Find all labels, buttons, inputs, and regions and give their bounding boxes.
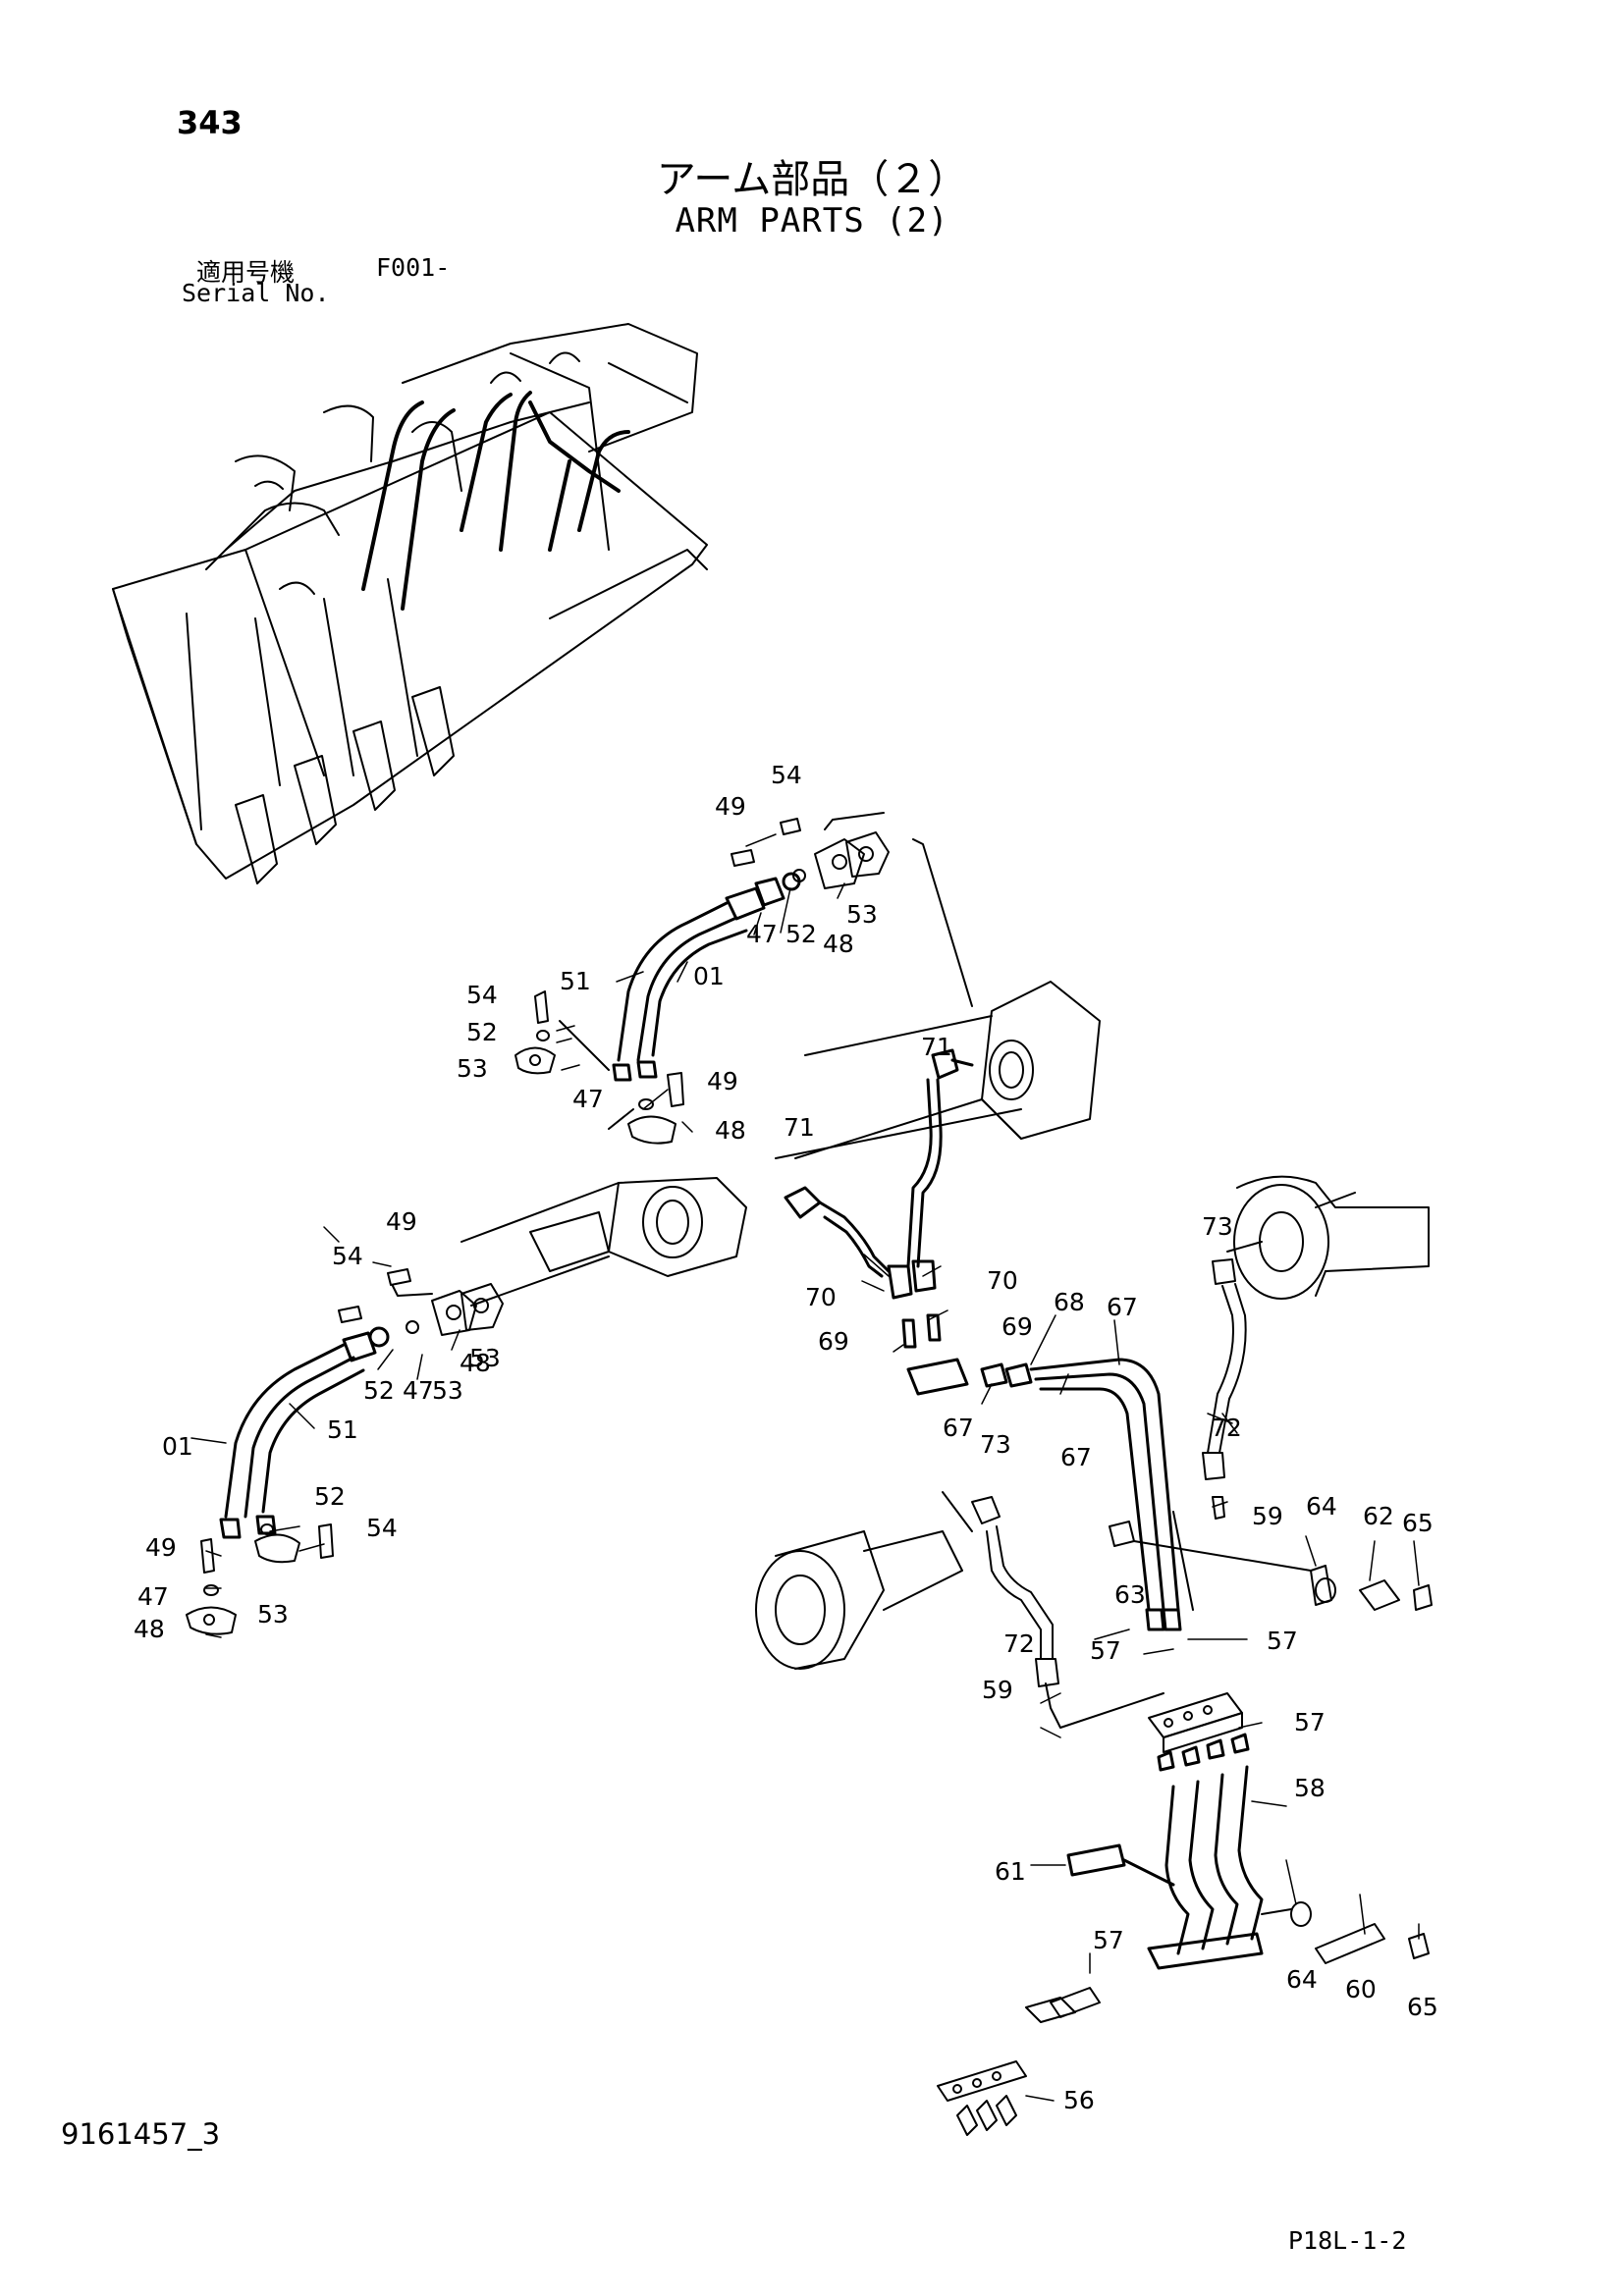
arm-section-upper <box>794 981 1101 1159</box>
lower-hose-assembly <box>219 1326 390 1539</box>
callout-49: 49 <box>707 1067 738 1095</box>
callout-54: 54 <box>332 1242 363 1270</box>
callout-57: 57 <box>1294 1708 1326 1736</box>
callout-59: 59 <box>1252 1502 1283 1530</box>
serial-value: F001- <box>376 253 451 282</box>
callout-61: 61 <box>995 1857 1026 1886</box>
callout-54: 54 <box>771 761 802 789</box>
callout-65: 65 <box>1407 1993 1438 2021</box>
callout-67: 67 <box>1107 1293 1138 1321</box>
callout-49: 49 <box>386 1207 417 1236</box>
callout-53: 53 <box>846 900 878 929</box>
callout-52: 52 <box>363 1376 395 1405</box>
callout-01: 01 <box>162 1432 193 1461</box>
callout-67: 67 <box>1060 1443 1092 1471</box>
callout-52: 52 <box>314 1482 346 1511</box>
callout-47: 47 <box>403 1376 434 1405</box>
callout-48: 48 <box>134 1615 165 1643</box>
callout-64: 64 <box>1286 1965 1318 1994</box>
callout-47: 47 <box>137 1582 169 1611</box>
pipe-set-67-68 <box>980 1358 1182 1631</box>
clamp-parts-bottom <box>1261 1901 1430 1964</box>
callout-63: 63 <box>1114 1580 1146 1609</box>
bucket-overview-illustration <box>112 323 708 884</box>
callout-47: 47 <box>572 1085 604 1113</box>
cylinder-right <box>1202 1175 1430 1520</box>
cylinder-left <box>755 1491 1164 1729</box>
callout-72: 72 <box>1003 1629 1035 1658</box>
callout-48: 48 <box>460 1349 491 1377</box>
callout-53: 53 <box>457 1054 488 1083</box>
callout-67: 67 <box>943 1414 974 1442</box>
callout-49: 49 <box>715 792 746 821</box>
callout-57: 57 <box>1267 1627 1298 1655</box>
callout-68: 68 <box>1054 1288 1085 1316</box>
page-title-japanese: アーム部品（２） <box>656 157 968 202</box>
clamp-parts-right <box>1109 1511 1433 1611</box>
callout-62: 62 <box>1363 1502 1394 1530</box>
serial-label-japanese: 適用号機 <box>196 258 296 287</box>
callout-59: 59 <box>982 1676 1013 1704</box>
callout-53: 53 <box>257 1600 289 1629</box>
lower-flange-set <box>186 1268 504 1635</box>
callout-54: 54 <box>366 1514 398 1542</box>
connector-block-57 <box>1148 1692 1243 1753</box>
callout-69: 69 <box>1001 1312 1033 1341</box>
callout-71: 71 <box>921 1033 952 1061</box>
callout-51: 51 <box>327 1415 358 1444</box>
callout-70: 70 <box>805 1283 837 1311</box>
callout-52: 52 <box>466 1018 498 1046</box>
upper-hose-assembly <box>612 872 801 1082</box>
callout-54: 54 <box>466 981 498 1009</box>
callout-70: 70 <box>987 1266 1018 1295</box>
callout-65: 65 <box>1402 1509 1434 1537</box>
callout-53: 53 <box>432 1376 463 1405</box>
callout-64: 64 <box>1306 1492 1337 1521</box>
serial-label-english: Serial No. <box>182 279 330 307</box>
callout-labels: 54 49 47 52 48 53 51 01 54 52 53 49 47 4… <box>134 761 1438 2114</box>
page-reference: P18L-1-2 <box>1288 2226 1407 2255</box>
callout-01: 01 <box>693 962 725 990</box>
callout-72: 72 <box>1211 1414 1242 1442</box>
upper-flange-set <box>731 812 973 1007</box>
document-code: 9161457_3 <box>61 2117 221 2151</box>
callout-57: 57 <box>1090 1636 1121 1665</box>
callout-52: 52 <box>785 920 817 948</box>
callout-56: 56 <box>1063 2086 1095 2114</box>
center-pipe-set <box>784 1048 974 1396</box>
callout-51: 51 <box>560 967 591 995</box>
leader-lines <box>190 833 1420 2102</box>
overview-hoses <box>361 391 630 611</box>
callout-73: 73 <box>1202 1212 1233 1241</box>
callout-58: 58 <box>1294 1774 1326 1802</box>
callout-73: 73 <box>980 1430 1011 1459</box>
upper-left-fittings <box>514 990 684 1145</box>
callout-47: 47 <box>746 920 778 948</box>
callout-71: 71 <box>784 1113 815 1142</box>
pipe-set-58 <box>1066 1733 1264 1970</box>
callout-53: 53 <box>469 1344 501 1372</box>
callout-60: 60 <box>1345 1975 1377 2003</box>
callout-69: 69 <box>818 1327 849 1356</box>
callout-49: 49 <box>145 1533 177 1562</box>
callout-57: 57 <box>1093 1926 1124 1954</box>
callout-48: 48 <box>715 1116 746 1145</box>
arm-section-middle <box>460 1108 1022 1307</box>
page-title-english: ARM PARTS (2) <box>675 201 949 240</box>
page-number: 343 <box>177 104 243 141</box>
callout-48: 48 <box>823 930 854 958</box>
connector-block-56 <box>937 1987 1101 2136</box>
